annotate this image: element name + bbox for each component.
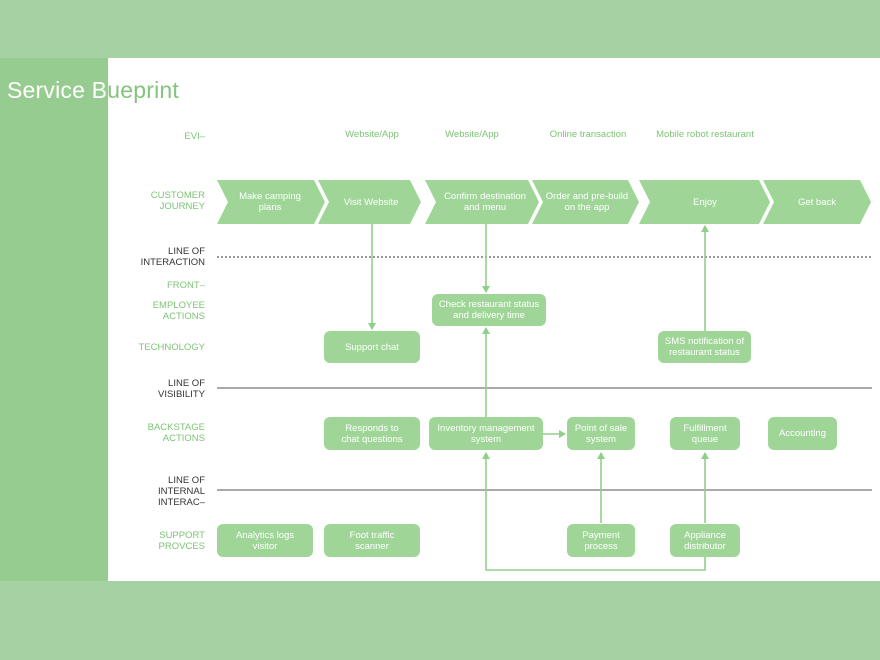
event-4: Mobile robot restaurant <box>656 129 754 140</box>
event-3: Online transaction <box>549 129 627 140</box>
journey-step-3: Confirm destination and menu <box>444 191 526 213</box>
label-support-process: SUPPORT PROVCES <box>158 530 205 552</box>
tech-sms-notification: SMS notification of restaurant status <box>658 331 751 363</box>
event-1: Website/App <box>345 129 399 140</box>
journey-step-2: Visit Website <box>343 196 399 208</box>
title-rest: ueprint <box>107 77 179 103</box>
support-foot-traffic-scanner: Foot traffic scanner <box>324 524 420 557</box>
journey-step-1: Make camping plans <box>239 191 301 213</box>
journey-step-4-shape <box>532 180 639 224</box>
label-backstage-actions: BACKSTAGE ACTIONS <box>147 422 205 444</box>
label-technology: TECHNOLOGY <box>138 342 205 353</box>
label-employee-actions: EMPLOYEE ACTIONS <box>152 300 205 322</box>
journey-step-2-shape <box>318 180 421 224</box>
employee-action-check-status: Check restaurant status and delivery tim… <box>432 294 546 326</box>
backstage-point-of-sale: Point of sale system <box>567 417 635 450</box>
page-title: Service Bueprint <box>7 77 179 104</box>
journey-step-1-shape <box>217 180 325 224</box>
label-customer-journey: CUSTOMER JOURNEY <box>150 190 205 212</box>
journey-step-6: Get back <box>797 196 837 208</box>
title-first: Service B <box>7 77 108 103</box>
left-sidebar <box>0 58 108 581</box>
backstage-inventory-system: Inventory management system <box>429 417 543 450</box>
support-payment-process: Payment process <box>567 524 635 557</box>
journey-step-5-shape <box>639 180 770 224</box>
label-line-of-visibility: LINE OF VISIBILITY <box>158 378 205 400</box>
journey-step-6-shape <box>763 180 871 224</box>
support-analytics-logs: Analytics logs visitor <box>217 524 313 557</box>
loop-appliance-to-inventory <box>482 452 706 571</box>
backstage-responds-chat: Responds to chat questions <box>324 417 420 450</box>
label-front: FRONT– <box>167 280 205 291</box>
label-line-of-internal-interaction: LINE OF INTERNAL INTERAC– <box>158 475 205 508</box>
journey-step-4: Order and pre-build on the app <box>545 191 629 213</box>
journey-step-3-shape <box>425 180 539 224</box>
event-2: Website/App <box>445 129 499 140</box>
label-line-of-interaction: LINE OF INTERACTION <box>140 246 205 268</box>
journey-step-5: Enjoy <box>693 196 717 208</box>
backstage-fulfillment-queue: Fulfillment queue <box>670 417 740 450</box>
backstage-accounting: Accounting <box>768 417 837 450</box>
tech-support-chat: Support chat <box>324 331 420 363</box>
support-appliance-distributor: Appliance distributor <box>670 524 740 557</box>
label-events: EVI– <box>184 131 205 142</box>
